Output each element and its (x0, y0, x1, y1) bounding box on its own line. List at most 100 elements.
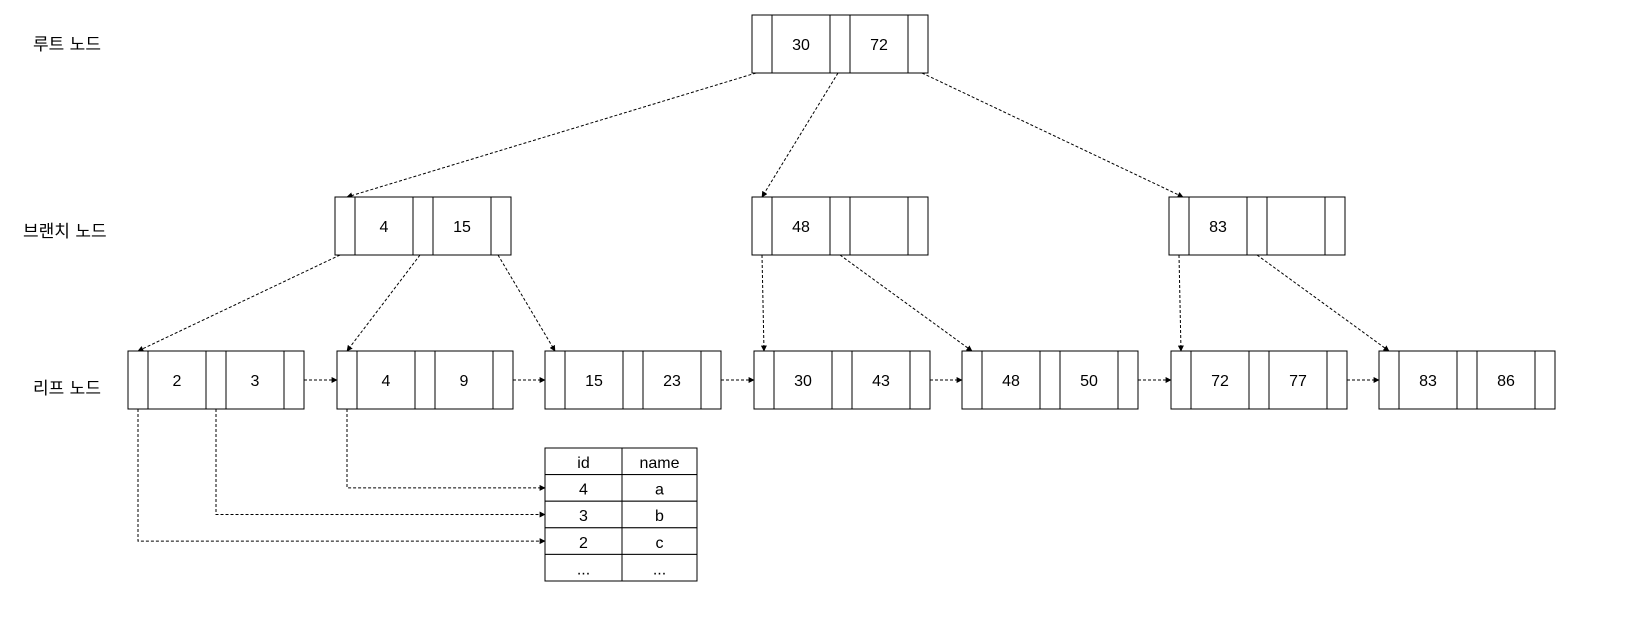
branch-node-1-pointer-cell-0 (334, 196, 356, 256)
leaf-node-3-key-1: 23 (663, 373, 681, 390)
leaf-node-5-key-1: 50 (1080, 373, 1098, 390)
branch-node-1-key-cell-1 (432, 196, 492, 256)
edge-branch-1-to-leaf-1 (137, 254, 341, 352)
leaf-node-6-key-cell-0 (1190, 350, 1250, 410)
branch-node-3-key-cell-0 (1188, 196, 1248, 256)
branch-node-2-key-cell-0 (771, 196, 831, 256)
branch-node-3-key-cell-1 (1266, 196, 1326, 256)
branch-node-1-pointer-cell-2 (490, 196, 512, 256)
table-cell-r1-c0-box (544, 474, 623, 502)
leaf-node-6-pointer-cell-2 (1326, 350, 1348, 410)
table-header-1-box (621, 447, 698, 476)
leaf-node-3-key-0: 15 (585, 373, 603, 390)
leaf-node-6-key-0: 72 (1211, 373, 1229, 390)
branch-node-1-pointer-cell-1 (412, 196, 434, 256)
leaf-node-7-pointer-cell-0 (1378, 350, 1400, 410)
table-cell-r2-c0: 3 (579, 508, 588, 525)
edge-key-2-to-row-3 (137, 409, 546, 545)
leaf-node-6: 72 77 (1170, 350, 1348, 410)
leaf-node-5-key-0: 48 (1002, 373, 1020, 390)
leaf-node-2-key-cell-0 (356, 350, 416, 410)
leaf-node-3-pointer-cell-1 (622, 350, 644, 410)
table-cell-r1-c1-box (621, 474, 698, 502)
table-header-1: name (639, 455, 679, 472)
edge-branch-3-to-leaf-7 (1256, 254, 1390, 352)
leaf-node-5-pointer-cell-0 (961, 350, 983, 410)
leaf-node-2-key-0: 4 (382, 373, 391, 390)
leaf-node-7: 83 86 (1378, 350, 1556, 410)
root-node: 30 72 (751, 14, 929, 74)
branch-node-3-pointer-cell-2 (1324, 196, 1346, 256)
leaf-node-3-pointer-cell-0 (544, 350, 566, 410)
leaf-node-6-pointer-cell-0 (1170, 350, 1192, 410)
leaf-node-4-key-cell-1 (851, 350, 911, 410)
branch-node-2: 48 (751, 196, 929, 256)
leaf-node-1-key-0: 2 (173, 373, 182, 390)
branch-node-1-key-0: 4 (380, 219, 389, 236)
pointer-edges (137, 72, 1390, 545)
edge-branch-3-to-leaf-6 (1177, 254, 1184, 352)
leaf-node-6-key-1: 77 (1289, 373, 1307, 390)
branch-node-2-pointer-cell-0 (751, 196, 773, 256)
leaf-node-3-key-cell-0 (564, 350, 624, 410)
leaf-node-7-key-1: 86 (1497, 373, 1515, 390)
leaf-node-2-pointer-cell-2 (492, 350, 514, 410)
root-node-pointer-cell-0 (751, 14, 773, 74)
table-cell-r3-c1-box (621, 527, 698, 555)
branch-node-1-key-1: 15 (453, 219, 471, 236)
leaf-node-4-pointer-cell-1 (831, 350, 853, 410)
leaf-node-2-pointer-cell-0 (336, 350, 358, 410)
leaf-node-4-key-0: 30 (794, 373, 812, 390)
branch-node-1: 4 15 (334, 196, 512, 256)
edge-branch-2-to-leaf-5 (839, 254, 973, 352)
root-level-label: 루트 노드 (33, 35, 101, 55)
branch-node-2-key-cell-1 (849, 196, 909, 256)
branch-level-label: 브랜치 노드 (23, 222, 107, 242)
table-cell-r4-c1: ... (653, 561, 666, 578)
leaf-node-1-key-1: 3 (251, 373, 260, 390)
table-header-0: id (577, 455, 589, 472)
leaf-node-3-pointer-cell-2 (700, 350, 722, 410)
table-cell-r4-c0: ... (577, 561, 590, 578)
leaf-node-1-pointer-cell-1 (205, 350, 227, 410)
table-cell-r3-c0-box (544, 527, 623, 555)
edge-key-3-to-row-2 (215, 409, 546, 518)
branch-node-3-key-0: 83 (1209, 219, 1227, 236)
branch-node-2-key-0: 48 (792, 219, 810, 236)
edge-root-to-branch-3 (921, 72, 1184, 198)
table-cell-r2-c1: b (655, 508, 664, 525)
leaf-node-4-pointer-cell-0 (753, 350, 775, 410)
leaf-node-6-pointer-cell-1 (1248, 350, 1270, 410)
leaf-node-4-pointer-cell-2 (909, 350, 931, 410)
table-cell-r1-c0: 4 (579, 482, 588, 499)
leaf-node-1-pointer-cell-2 (283, 350, 305, 410)
table-cell-r3-c1: c (656, 535, 664, 552)
table-cell-r4-c1-box (621, 553, 698, 582)
leaf-node-4-key-cell-0 (773, 350, 833, 410)
table-cell-r2-c1-box (621, 500, 698, 529)
leaf-node-6-key-cell-1 (1268, 350, 1328, 410)
leaf-node-5: 48 50 (961, 350, 1139, 410)
leaf-node-5-pointer-cell-1 (1039, 350, 1061, 410)
leaf-node-5-pointer-cell-2 (1117, 350, 1139, 410)
branch-node-3-pointer-cell-0 (1168, 196, 1190, 256)
leaf-node-2-key-cell-1 (434, 350, 494, 410)
leaf-node-7-pointer-cell-2 (1534, 350, 1556, 410)
edge-key-4-to-row-1 (346, 409, 546, 491)
leaf-node-7-key-0: 83 (1419, 373, 1437, 390)
root-node-key-0: 30 (792, 37, 810, 54)
table-cell-r1-c1: a (655, 482, 664, 499)
edge-root-to-branch-2 (761, 72, 839, 198)
edge-branch-1-to-leaf-3 (497, 254, 556, 352)
branch-node-2-pointer-cell-2 (907, 196, 929, 256)
leaf-node-2-pointer-cell-1 (414, 350, 436, 410)
leaf-level-label: 리프 노드 (33, 379, 101, 399)
root-node-key-1: 72 (870, 37, 888, 54)
